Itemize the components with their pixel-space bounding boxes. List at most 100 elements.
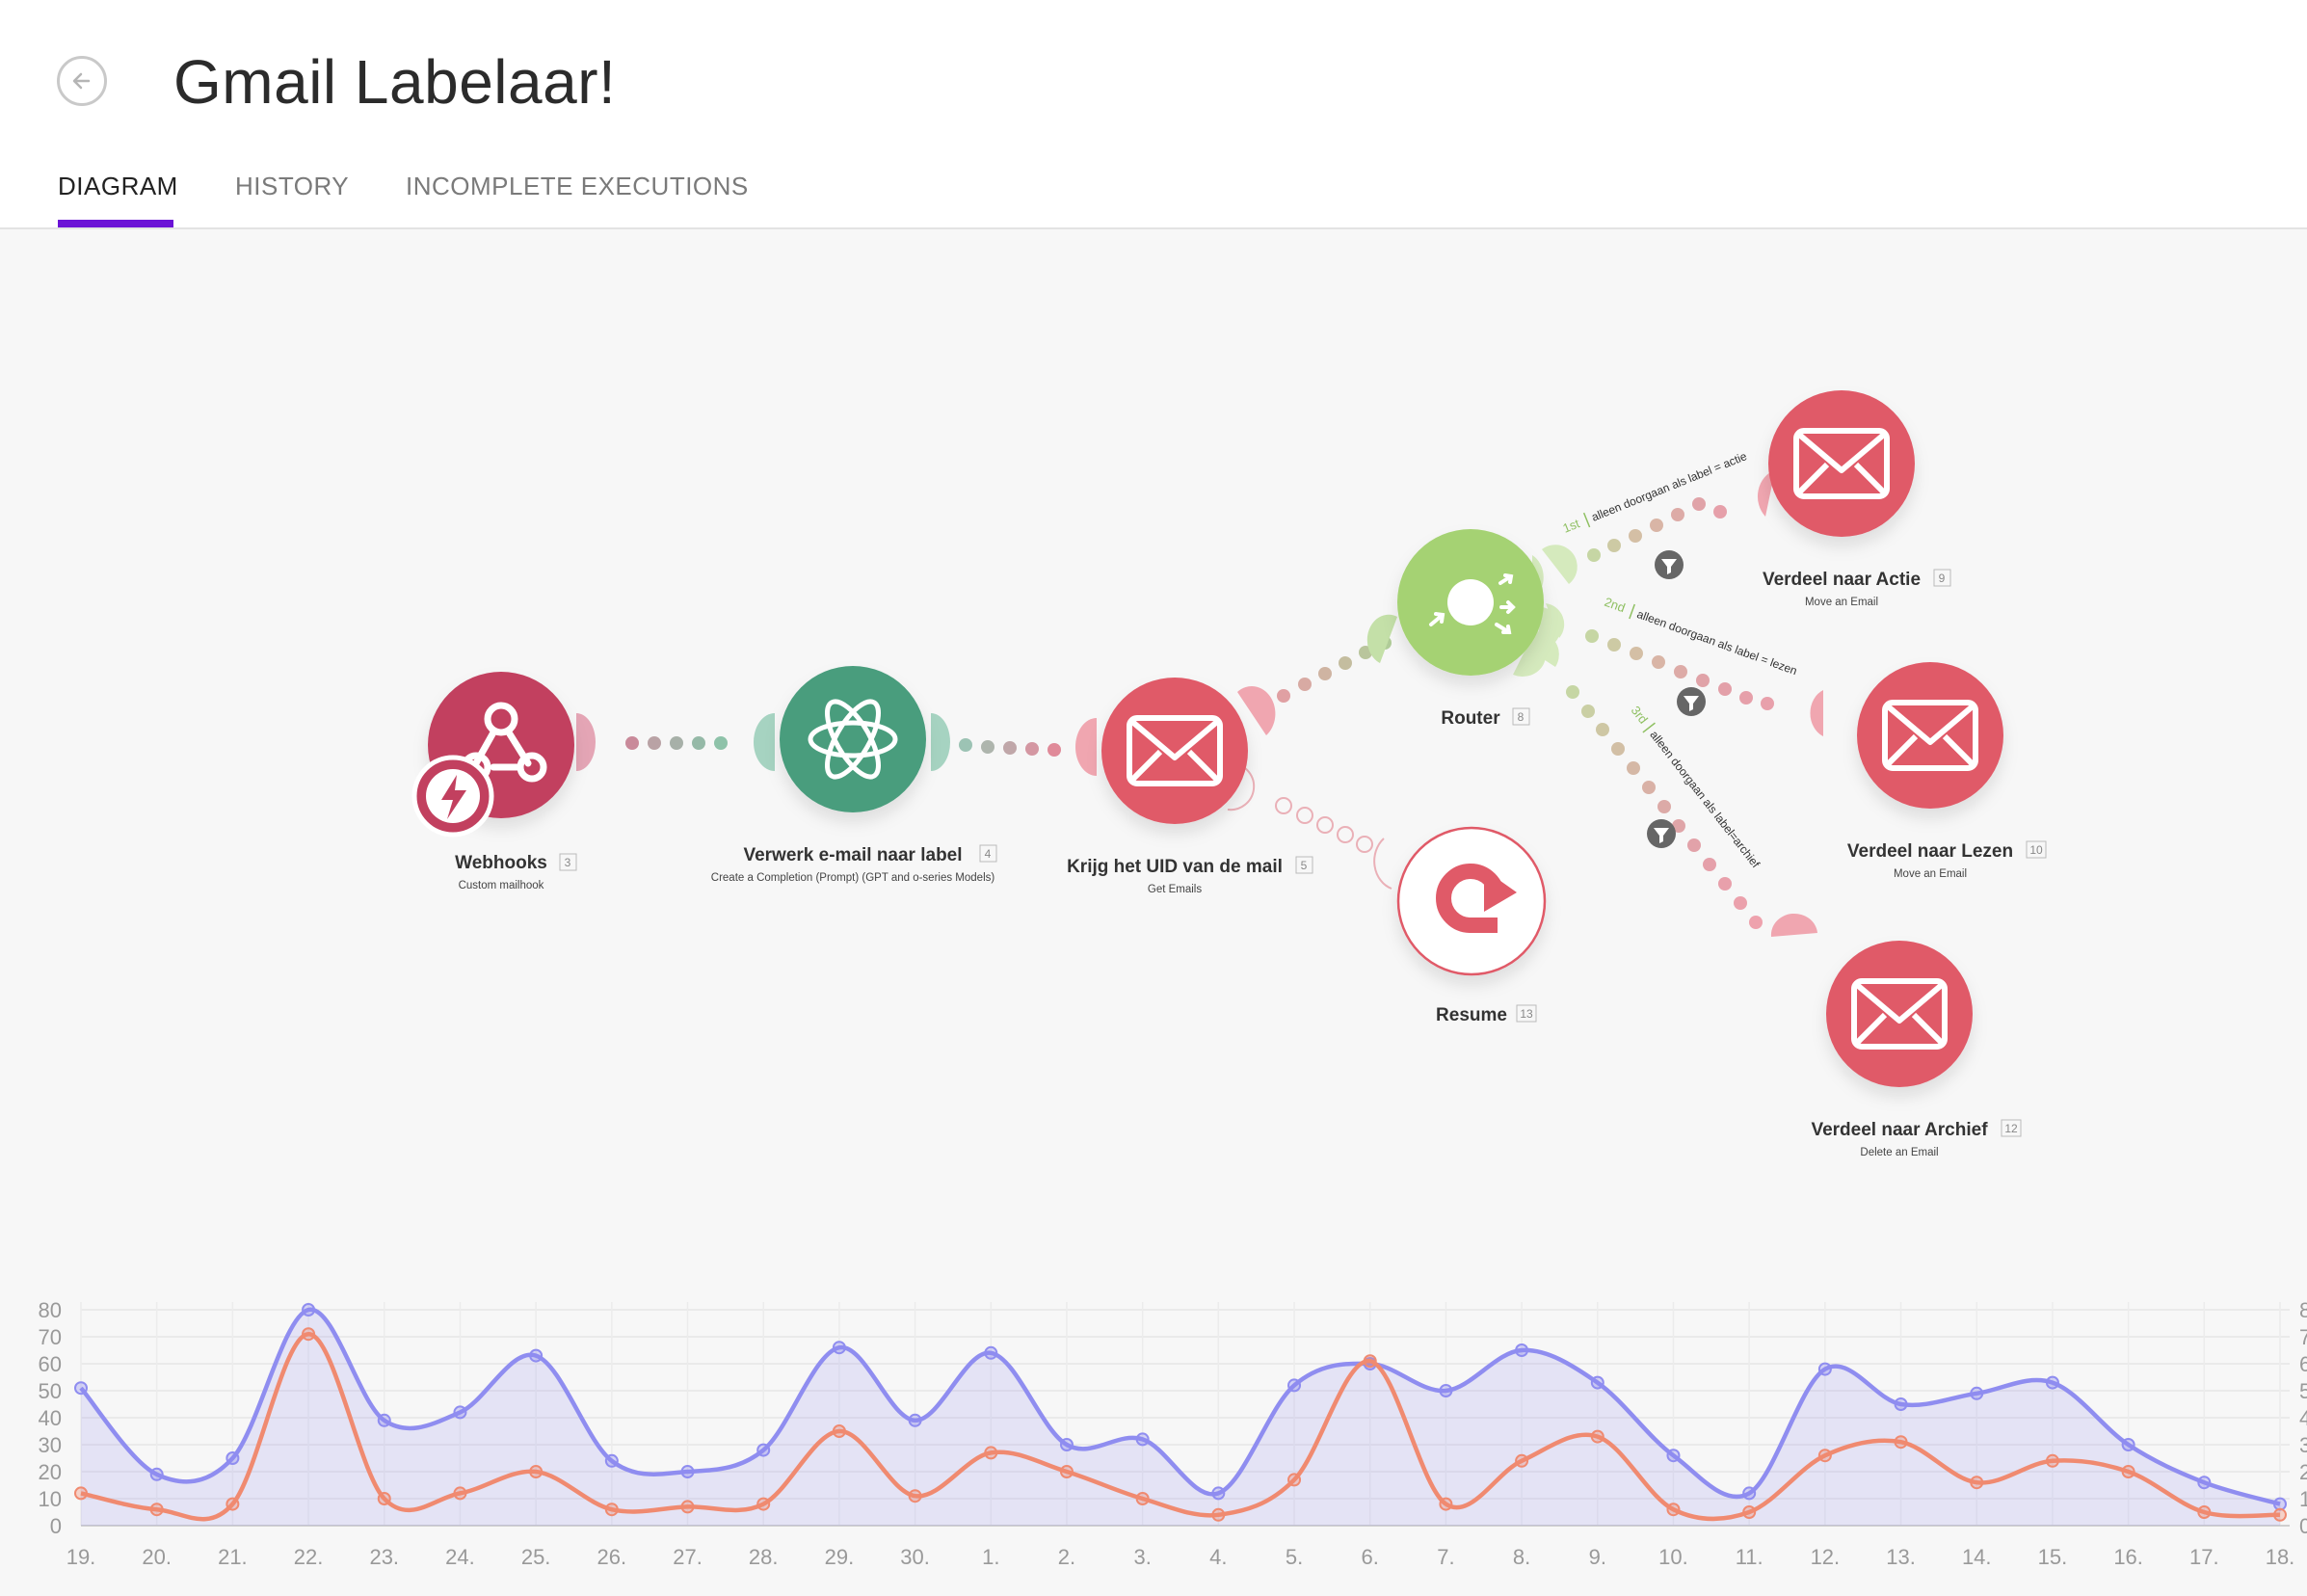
data-point — [302, 1303, 316, 1317]
x-tick-label: 11. — [1736, 1545, 1763, 1569]
module-subtitle: Create a Completion (Prompt) (GPT and o-… — [711, 872, 995, 884]
data-point — [984, 1345, 998, 1360]
x-tick-label: 1. — [982, 1545, 999, 1569]
data-point — [2273, 1497, 2287, 1511]
y-tick-label-right: 10 — [2299, 1487, 2307, 1511]
series-line — [80, 1331, 2281, 1522]
page-header: Gmail Labelaar! DIAGRAM HISTORY INCOMPLE… — [0, 0, 2307, 229]
y-tick-label-right: 30 — [2299, 1433, 2307, 1457]
module-id: 8 — [1518, 710, 1525, 724]
data-point — [1970, 1476, 1984, 1490]
module-webhooks[interactable]: Webhooks 3 Custom mailhook — [411, 672, 577, 891]
data-point — [604, 1453, 619, 1468]
x-tick-label: 10. — [1658, 1545, 1688, 1569]
x-tick-label: 2. — [1058, 1545, 1075, 1569]
connector-router-actie — [1542, 470, 1775, 584]
data-point — [2045, 1453, 2059, 1468]
tab-diagram[interactable]: DIAGRAM — [58, 172, 178, 200]
y-tick-label: 60 — [39, 1352, 62, 1376]
data-point — [1742, 1505, 1757, 1519]
data-point — [832, 1341, 846, 1355]
tab-history[interactable]: HISTORY — [235, 172, 350, 200]
data-point — [680, 1465, 695, 1478]
module-get-emails[interactable]: Krijg het UID van de mail 5 Get Emails — [1067, 678, 1313, 895]
y-tick-label: 20 — [39, 1460, 62, 1484]
data-point — [529, 1348, 544, 1363]
data-point — [1742, 1486, 1757, 1501]
module-name: Krijg het UID van de mail — [1067, 857, 1283, 877]
data-point — [2121, 1438, 2135, 1451]
data-point — [756, 1443, 771, 1457]
module-name: Verwerk e-mail naar label — [743, 845, 962, 865]
module-verdeel-lezen[interactable]: Verdeel naar Lezen 10 Move an Email — [1847, 662, 2047, 880]
filter-icon[interactable] — [1647, 819, 1676, 848]
y-tick-label: 70 — [39, 1325, 62, 1349]
data-point — [377, 1492, 391, 1505]
data-point — [1059, 1465, 1074, 1478]
back-button[interactable] — [57, 56, 107, 106]
x-tick-label: 14. — [1962, 1545, 1992, 1569]
email-icon — [1882, 700, 1978, 771]
x-tick-label: 4. — [1209, 1545, 1227, 1569]
connector-getemails-router — [1237, 614, 1397, 735]
module-id: 12 — [2004, 1122, 2018, 1135]
y-tick-label: 50 — [39, 1379, 62, 1403]
module-router[interactable]: Router 8 — [1397, 529, 1561, 729]
tab-incomplete-executions[interactable]: INCOMPLETE EXECUTIONS — [406, 172, 749, 200]
scenario-diagram: 1st alleen doorgaan als label = actie 2n… — [411, 390, 2047, 1158]
email-icon — [1851, 978, 1948, 1050]
data-point — [1515, 1453, 1529, 1468]
data-point — [1135, 1432, 1150, 1447]
data-point — [1590, 1429, 1604, 1444]
module-openai[interactable]: Verwerk e-mail naar label 4 Create a Com… — [711, 666, 997, 884]
email-icon — [1793, 428, 1890, 499]
filter-icon[interactable] — [1655, 550, 1684, 579]
y-tick-label-right: 50 — [2299, 1379, 2307, 1403]
x-tick-label: 9. — [1589, 1545, 1606, 1569]
connector-router-archief — [1517, 631, 1817, 937]
module-resume[interactable]: Resume 13 — [1396, 826, 1547, 1025]
connector-webhooks-openai — [576, 713, 775, 771]
module-subtitle: Delete an Email — [1860, 1147, 1938, 1158]
route-label-2: 2nd alleen doorgaan als label = lezen — [1603, 595, 1799, 678]
module-name: Verdeel naar Lezen — [1847, 841, 2013, 862]
y-tick-label-right: 40 — [2299, 1406, 2307, 1430]
x-tick-label: 7. — [1437, 1545, 1454, 1569]
module-verdeel-archief[interactable]: Verdeel naar Archief 12 Delete an Email — [1811, 941, 2022, 1158]
data-point — [2121, 1465, 2135, 1478]
data-point — [2045, 1375, 2059, 1390]
module-id: 13 — [1520, 1007, 1533, 1021]
module-name: Webhooks — [455, 853, 547, 873]
y-tick-label: 80 — [39, 1298, 62, 1322]
filter-icon[interactable] — [1677, 687, 1706, 716]
data-point — [149, 1503, 164, 1517]
module-verdeel-actie[interactable]: Verdeel naar Actie 9 Move an Email — [1763, 390, 1951, 608]
data-point — [529, 1465, 544, 1478]
data-point — [984, 1446, 998, 1460]
x-tick-label: 20. — [142, 1545, 172, 1569]
x-tick-label: 8. — [1513, 1545, 1530, 1569]
route-filter-label-3: alleen doorgaan als label=archief — [1647, 728, 1763, 870]
data-point — [1287, 1473, 1302, 1487]
data-point — [302, 1327, 316, 1342]
x-tick-label: 15. — [2038, 1545, 2068, 1569]
data-point — [1135, 1492, 1150, 1505]
data-point — [2273, 1507, 2287, 1522]
x-tick-label: 12. — [1811, 1545, 1841, 1569]
x-tick-label: 28. — [749, 1545, 779, 1569]
data-point — [1817, 1362, 1832, 1376]
data-point — [1287, 1378, 1302, 1393]
x-tick-label: 3. — [1133, 1545, 1151, 1569]
data-point — [680, 1500, 695, 1514]
x-tick-label: 5. — [1286, 1545, 1303, 1569]
data-point — [74, 1381, 88, 1396]
data-point — [1666, 1503, 1681, 1517]
x-tick-label: 21. — [218, 1545, 248, 1569]
data-point — [604, 1503, 619, 1517]
data-point — [225, 1497, 240, 1511]
y-tick-label-right: 60 — [2299, 1352, 2307, 1376]
route-order-1: 1st — [1561, 516, 1582, 536]
module-name: Router — [1441, 708, 1500, 729]
x-tick-label: 18. — [2266, 1545, 2295, 1569]
x-tick-label: 23. — [369, 1545, 399, 1569]
